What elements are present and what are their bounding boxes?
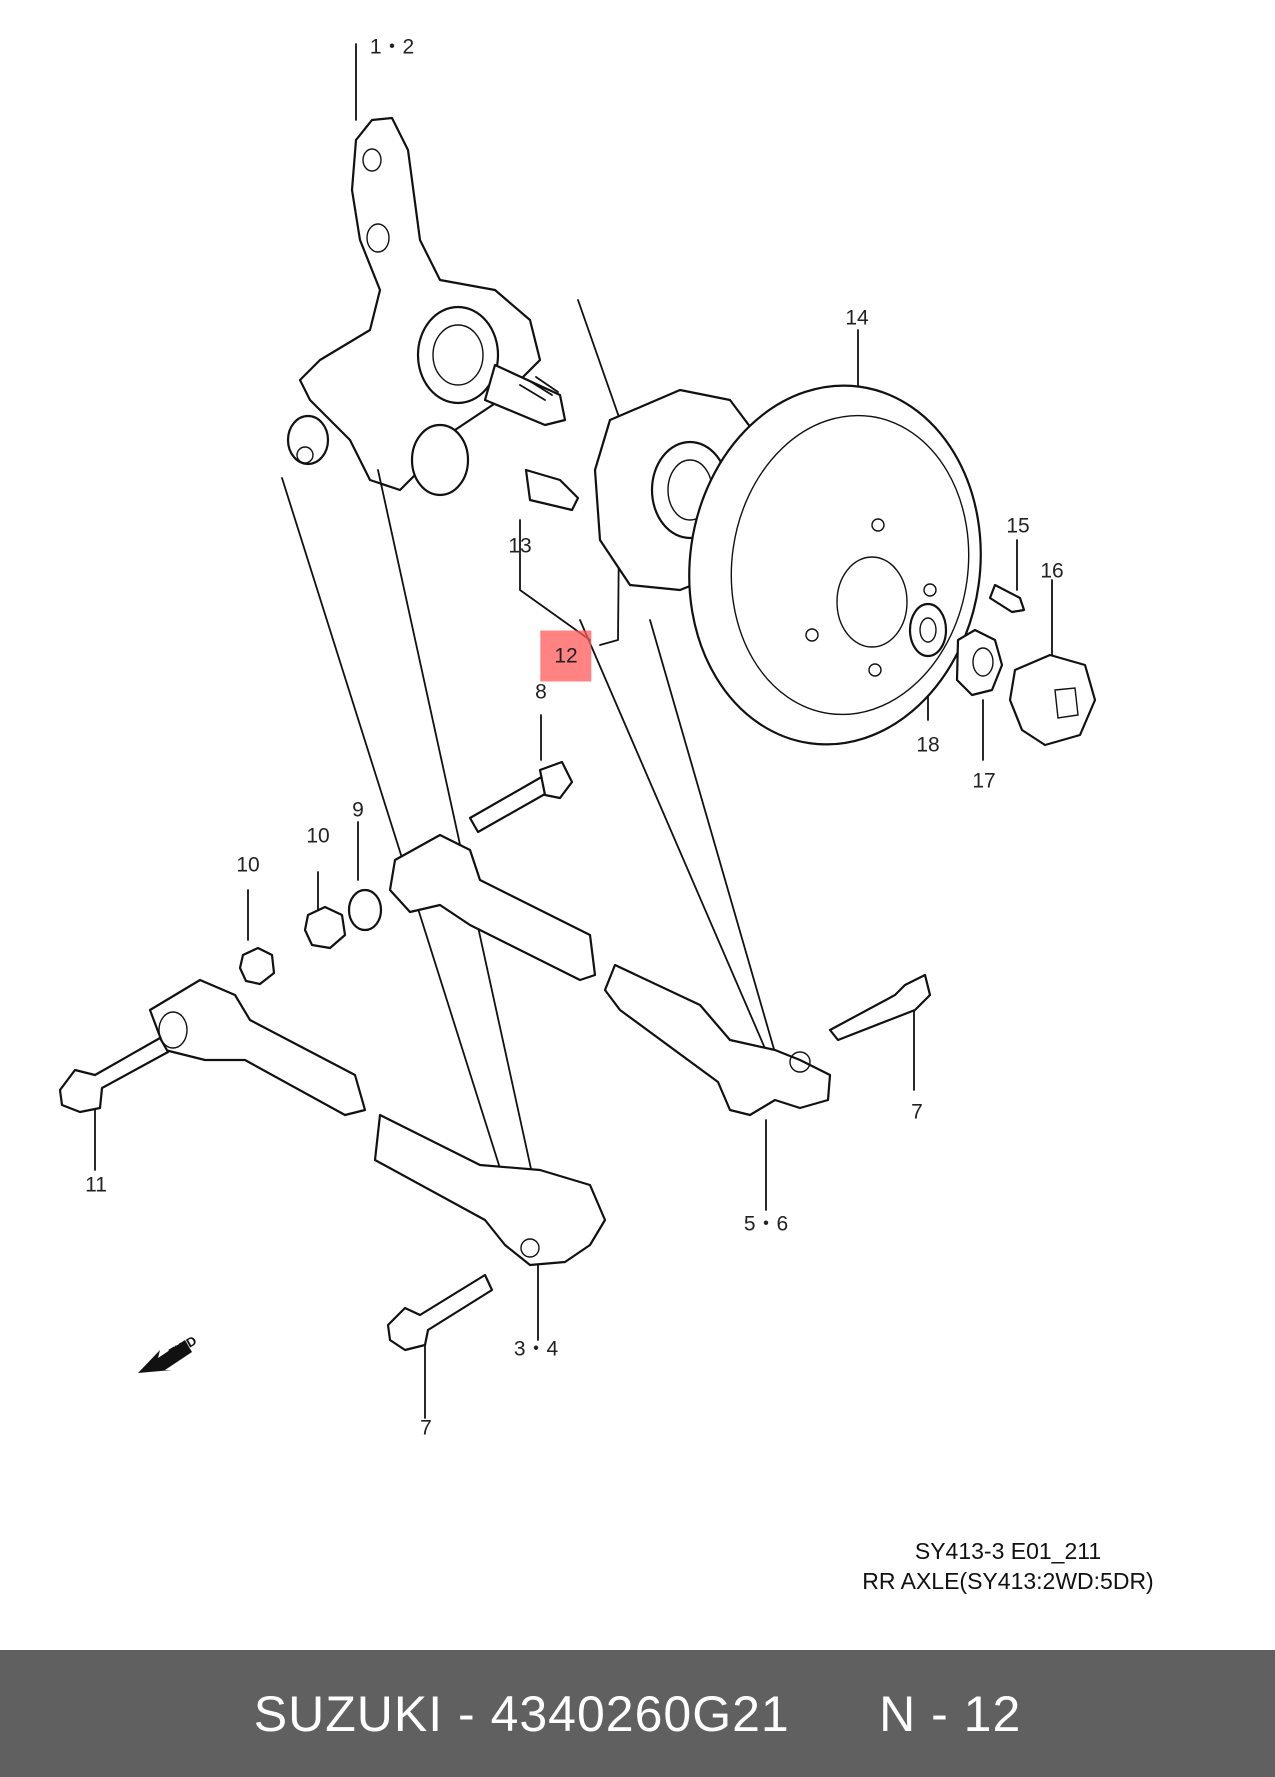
callout-7b: 7	[420, 1416, 432, 1440]
callout-10b: 10	[236, 853, 260, 877]
callout-3-4: 3・4	[513, 1337, 559, 1361]
fwd-arrow-icon: FWD	[138, 1333, 199, 1373]
callout-8: 8	[535, 680, 547, 704]
hub-nut	[955, 628, 1004, 697]
callout-5-6: 5・6	[743, 1212, 789, 1236]
callout-1-2: 1・2	[369, 35, 415, 59]
nut-10b	[238, 946, 276, 986]
diagram-code-line2: RR AXLE(SY413:2WD:5DR)	[862, 1568, 1154, 1594]
diagram-code: SY413-3 E01_211 RR AXLE(SY413:2WD:5DR)	[858, 1538, 1158, 1595]
footer-part-number: 4340260G21	[490, 1685, 790, 1742]
bolt-7-lower	[386, 1273, 494, 1352]
bolt-11	[58, 1036, 170, 1114]
knuckle-bracket	[286, 116, 567, 497]
footer-separator: -	[458, 1685, 476, 1742]
bolt-8	[468, 760, 574, 834]
lower-lateral-rod	[148, 978, 607, 1267]
callout-10a: 10	[306, 824, 330, 848]
callout-14: 14	[845, 306, 869, 330]
nut-10a	[303, 905, 347, 950]
footer-banner: SUZUKI - 4340260G21 N - 12	[0, 1650, 1275, 1777]
washer-9	[347, 888, 383, 932]
drum-screw	[988, 583, 1026, 614]
washer-18	[908, 602, 948, 658]
callout-18: 18	[916, 733, 940, 757]
callout-7a: 7	[911, 1100, 923, 1124]
dust-cap	[1008, 653, 1097, 747]
footer-brand: SUZUKI	[253, 1685, 444, 1742]
exploded-parts-diagram: FWD	[58, 43, 1097, 1419]
callout-9: 9	[352, 798, 364, 822]
callout-17: 17	[972, 769, 996, 793]
diagram-code-line1: SY413-3 E01_211	[914, 1538, 1102, 1564]
bolt-7-right	[828, 973, 932, 1042]
callout-13: 13	[508, 534, 532, 558]
upper-lateral-rod	[388, 833, 832, 1117]
callout-16: 16	[1040, 559, 1064, 583]
callout-12-highlighted: 12	[540, 630, 592, 682]
callout-11: 11	[85, 1173, 107, 1197]
footer-ref: N - 12	[879, 1685, 1022, 1742]
brake-drum	[688, 384, 982, 746]
callout-15: 15	[1006, 514, 1030, 538]
leader-lines	[94, 43, 1053, 1419]
